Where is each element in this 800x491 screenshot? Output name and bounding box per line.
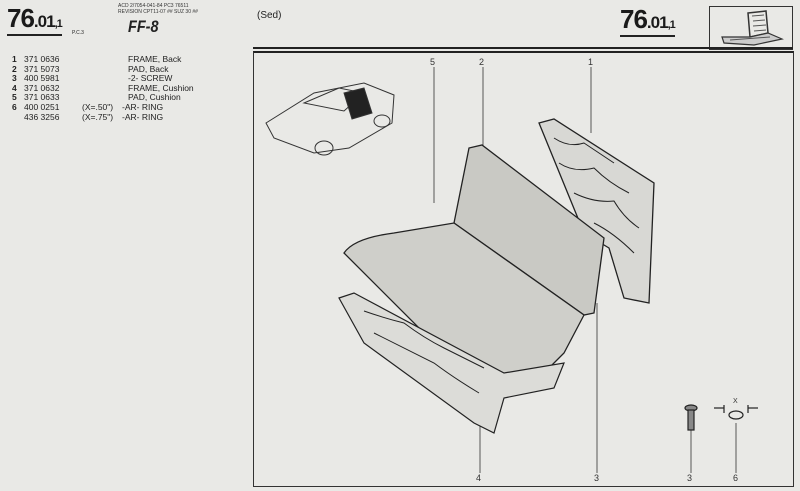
callout-bottom: 4 — [476, 473, 482, 483]
callout-bottom: 3 — [687, 473, 693, 483]
seat-thumbnail-icon — [709, 6, 793, 50]
reference-line-2: REVISION CPT11-07 ## SUZ 30 ## — [118, 9, 198, 15]
car-locator-illustration — [265, 82, 395, 156]
reference-line-1: ACD 2/7054-041-84 PC3 76511 — [118, 3, 189, 9]
callout-top: 5 — [430, 57, 436, 67]
parts-row: 436 3256(X=.75")-AR- RING — [24, 111, 164, 122]
callout-bottom: 3 — [594, 473, 600, 483]
section-dot-right: .01 — [646, 13, 669, 32]
callout-bottom: 6 — [733, 473, 739, 483]
body-style-label: (Sed) — [257, 10, 282, 21]
exploded-diagram: 5 2 1 4 3 3 6 X — [253, 51, 794, 487]
pc-label-text: P.C.3 — [72, 30, 84, 36]
section-number-left: 76.01,1 — [7, 3, 63, 36]
dimension-label: X — [733, 398, 738, 405]
section-sub: 1 — [56, 18, 63, 30]
section-dot: .01 — [33, 12, 56, 31]
section-number-right: 76.01,1 — [620, 4, 676, 37]
section-sub-right: 1 — [669, 19, 676, 31]
cushion-frame-illustration — [338, 292, 565, 434]
section-main: 76 — [7, 3, 35, 33]
section-main-right: 76 — [620, 4, 648, 34]
header-divider — [253, 47, 793, 49]
callout-top: 2 — [479, 57, 485, 67]
callout-top: 1 — [588, 57, 594, 67]
model-code: FF-8 — [128, 17, 159, 36]
screw-illustration — [684, 404, 698, 431]
ring-illustration — [714, 405, 758, 420]
